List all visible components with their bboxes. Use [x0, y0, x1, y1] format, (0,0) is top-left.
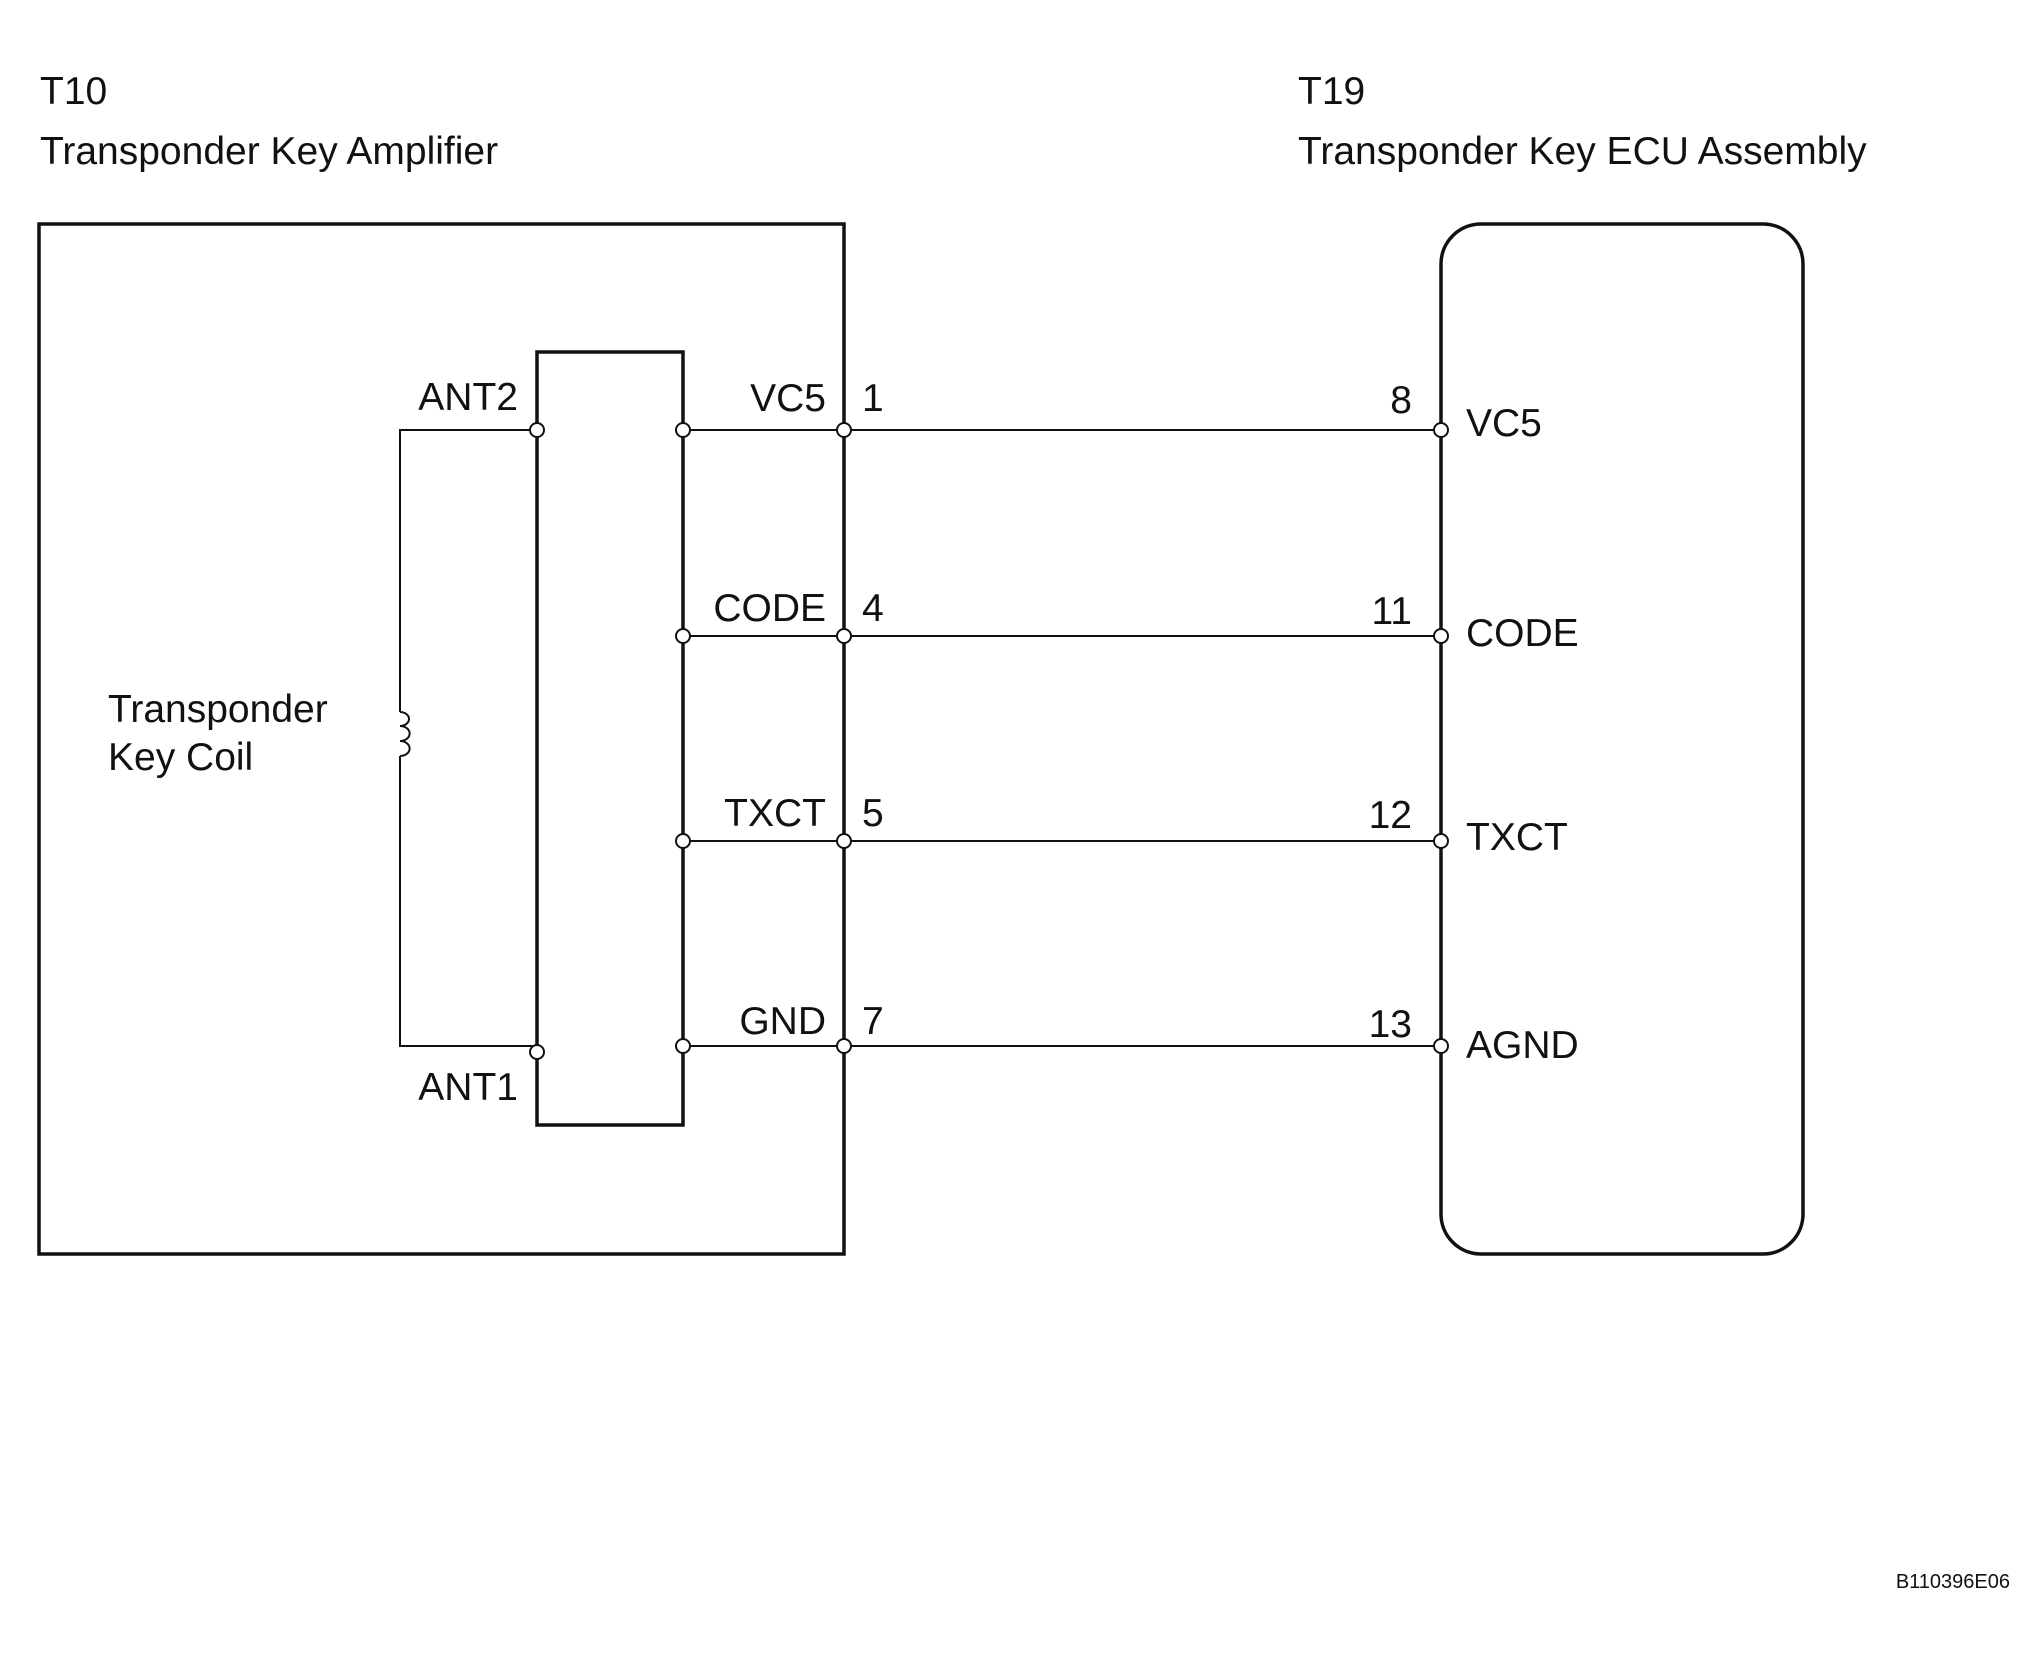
amp-pin-7-terminal — [836, 1038, 852, 1054]
amp-signal-label: VC5 — [750, 377, 826, 420]
ecu-pin-number: 11 — [1372, 590, 1413, 633]
amplifier-ic-box — [535, 350, 685, 1127]
right-component-name: Transponder Key ECU Assembly — [1298, 130, 1867, 173]
ecu-signal-label: AGND — [1466, 1024, 1579, 1067]
amp-signal-label: TXCT — [724, 792, 826, 835]
right-component-code: T19 — [1298, 70, 1365, 113]
ic-terminal-vc5 — [675, 422, 691, 438]
connection-gnd: GND 7 13 AGND — [675, 1000, 1579, 1067]
ant1-terminal — [529, 1044, 545, 1060]
figure-code: B110396E06 — [1896, 1571, 2010, 1593]
connection-txct: TXCT 5 12 TXCT — [675, 792, 1568, 859]
ecu-pin-13-terminal — [1433, 1038, 1449, 1054]
ant2-label: ANT2 — [418, 376, 518, 419]
amp-pin-number: 7 — [862, 1000, 884, 1043]
amp-pin-number: 1 — [862, 377, 884, 420]
amp-signal-label: CODE — [713, 587, 826, 630]
ecu-pin-number: 12 — [1369, 794, 1412, 837]
ic-terminal-txct — [675, 833, 691, 849]
ecu-pin-number: 13 — [1369, 1003, 1412, 1046]
connection-code: CODE 4 11 CODE — [675, 587, 1579, 655]
ecu-signal-label: VC5 — [1466, 402, 1542, 445]
amp-pin-number: 4 — [862, 587, 884, 630]
amp-signal-label: GND — [739, 1000, 826, 1043]
connection-vc5: VC5 1 8 VC5 — [675, 377, 1542, 445]
inductor-coil-icon — [399, 711, 411, 757]
coil-label-line2: Key Coil — [108, 736, 253, 779]
coil-wire-bottom — [399, 756, 537, 1047]
ecu-pin-12-terminal — [1433, 833, 1449, 849]
ant1-label: ANT1 — [418, 1066, 518, 1109]
amplifier-box — [37, 222, 846, 1256]
amp-pin-5-terminal — [836, 833, 852, 849]
ecu-signal-label: TXCT — [1466, 816, 1568, 859]
ecu-pin-8-terminal — [1433, 422, 1449, 438]
amp-pin-4-terminal — [836, 628, 852, 644]
amp-pin-1-terminal — [836, 422, 852, 438]
ic-terminal-gnd — [675, 1038, 691, 1054]
left-component-code: T10 — [40, 70, 107, 113]
amp-pin-number: 5 — [862, 792, 884, 835]
ic-terminal-code — [675, 628, 691, 644]
ant2-terminal — [529, 422, 545, 438]
ecu-signal-label: CODE — [1466, 612, 1579, 655]
ecu-pin-number: 8 — [1390, 379, 1412, 422]
ecu-box — [1439, 222, 1805, 1256]
coil-wire-top — [399, 429, 537, 712]
coil-label-line1: Transponder — [108, 688, 328, 731]
ecu-pin-11-terminal — [1433, 628, 1449, 644]
left-component-name: Transponder Key Amplifier — [40, 130, 498, 173]
